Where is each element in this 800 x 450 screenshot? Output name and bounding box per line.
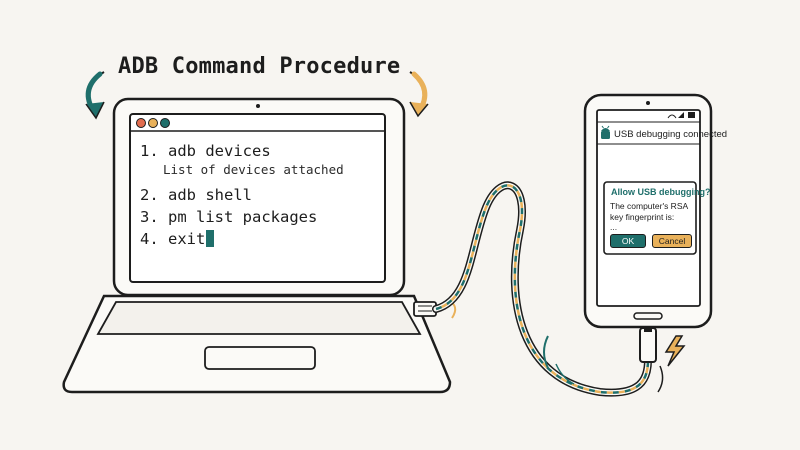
laptop (62, 97, 452, 394)
command-text: adb shell (168, 186, 253, 204)
wifi-icon (667, 114, 677, 119)
command-text: pm list packages (168, 208, 318, 226)
terminal-line-4: 4. exit (140, 230, 215, 248)
amber-dot-icon (148, 118, 158, 128)
line-number: 4. (140, 230, 159, 248)
line-number: 1. (140, 142, 159, 160)
cancel-button[interactable]: Cancel (652, 234, 692, 248)
signal-icon (678, 112, 684, 118)
dialog-title: Allow USB debugging? (611, 187, 711, 197)
terminal-line-1: 1. adb devices (140, 142, 271, 160)
battery-icon (688, 112, 695, 118)
usb-debugging-notification[interactable]: USB debugging connected (614, 129, 728, 140)
keyboard-area (96, 301, 422, 335)
lightning-bolt-icon (664, 335, 686, 367)
usb-cable (432, 181, 664, 397)
teal-dot-icon (160, 118, 170, 128)
terminal-output-1: List of devices attached (163, 162, 344, 177)
left-curved-arrow-icon (85, 71, 105, 120)
terminal-line-2: 2. adb shell (140, 186, 252, 204)
command-text: exit (168, 230, 206, 248)
dialog-ellipsis: ... (610, 222, 618, 232)
ok-button[interactable]: OK (610, 234, 646, 248)
right-curved-arrow-icon (409, 71, 429, 118)
dialog-body: The computer's RSA key fingerprint is: .… (610, 201, 698, 233)
dialog-body-text: The computer's RSA key fingerprint is: (610, 201, 688, 222)
terminal-cursor (206, 230, 215, 247)
red-dot-icon (136, 118, 146, 128)
phone-camera-icon (646, 101, 650, 105)
line-number: 3. (140, 208, 159, 226)
terminal-line-3: 3. pm list packages (140, 208, 317, 226)
command-text: adb devices (168, 142, 271, 160)
line-number: 2. (140, 186, 159, 204)
usb-plug-phone (639, 326, 657, 363)
page-title: ADB Command Procedure (118, 54, 401, 79)
webcam-icon (256, 104, 260, 108)
home-button (633, 312, 663, 320)
android-icon (601, 125, 610, 139)
trackpad (204, 346, 316, 370)
